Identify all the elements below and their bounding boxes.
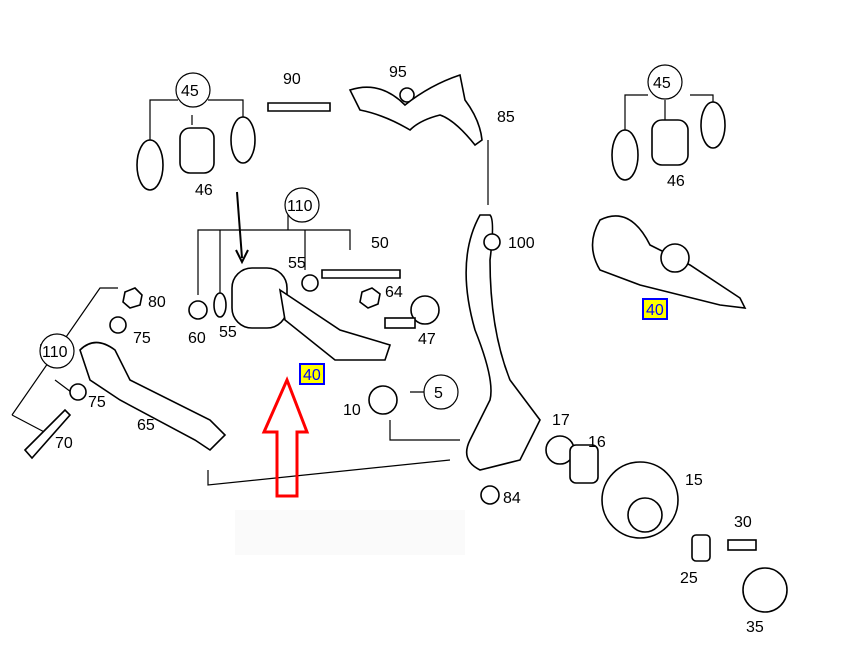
label-35: 35 xyxy=(746,619,764,636)
label-16: 16 xyxy=(588,434,606,451)
label-110: 110 xyxy=(42,344,68,361)
label-90: 90 xyxy=(283,71,301,88)
blank-area xyxy=(235,510,465,555)
label-50: 50 xyxy=(371,235,389,252)
label-45: 45 xyxy=(181,83,199,100)
label-45: 45 xyxy=(653,75,671,92)
callout-circle-45b xyxy=(647,64,683,100)
label-17: 17 xyxy=(552,412,570,429)
label-60: 60 xyxy=(188,330,206,347)
label-47: 47 xyxy=(418,331,436,348)
label-46: 46 xyxy=(667,173,685,190)
callout-circle-110b xyxy=(39,333,75,369)
callout-circle-110a xyxy=(284,187,320,223)
label-110: 110 xyxy=(287,198,313,215)
part-shapes xyxy=(23,73,788,613)
label-95: 95 xyxy=(389,64,407,81)
label-85: 85 xyxy=(497,109,515,126)
callout-circle-5 xyxy=(423,374,459,410)
label-40-highlighted: 40 xyxy=(646,302,664,319)
label-75: 75 xyxy=(88,394,106,411)
label-55: 55 xyxy=(288,255,306,272)
highlight-box-40 xyxy=(299,363,325,385)
callout-circle-45a xyxy=(175,72,211,108)
label-70: 70 xyxy=(55,435,73,452)
label-5: 5 xyxy=(434,385,443,402)
label-64: 64 xyxy=(385,284,403,301)
label-15: 15 xyxy=(685,472,703,489)
label-84: 84 xyxy=(503,490,521,507)
label-30: 30 xyxy=(734,514,752,531)
label-46: 46 xyxy=(195,182,213,199)
label-10: 10 xyxy=(343,402,361,419)
label-100: 100 xyxy=(508,235,535,252)
label-65: 65 xyxy=(137,417,155,434)
label-75: 75 xyxy=(133,330,151,347)
label-80: 80 xyxy=(148,294,166,311)
label-40-highlighted: 40 xyxy=(303,367,321,384)
highlight-box-40 xyxy=(642,298,668,320)
red-arrow-icon xyxy=(261,376,310,498)
black-arrow-icon xyxy=(235,191,249,265)
label-55: 55 xyxy=(219,324,237,341)
leader-lines xyxy=(11,94,714,486)
label-25: 25 xyxy=(680,570,698,587)
